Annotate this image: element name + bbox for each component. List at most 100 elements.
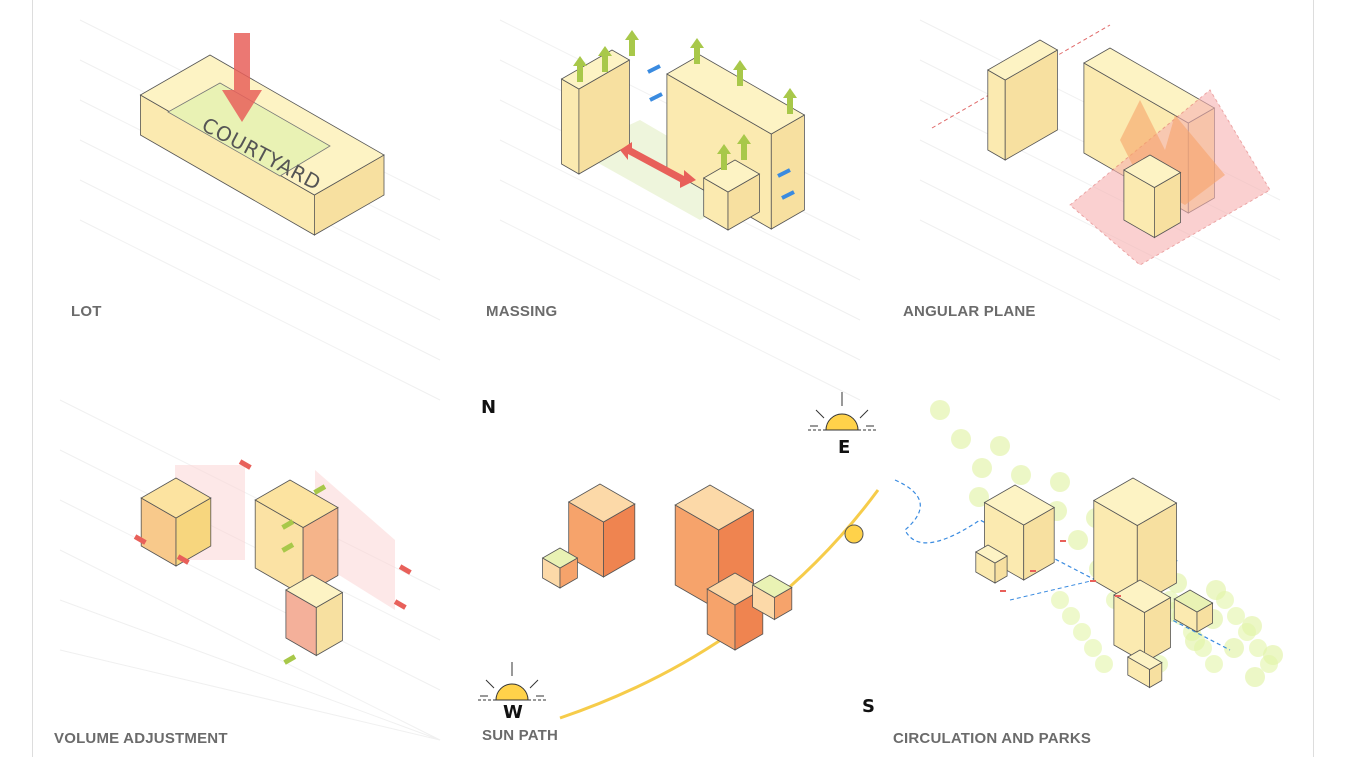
green-up-arrow-icon	[598, 46, 612, 72]
tree-icon	[1068, 530, 1088, 550]
label-circulation: CIRCULATION AND PARKS	[893, 730, 1092, 747]
label-volume-adjustment: VOLUME ADJUSTMENT	[54, 730, 228, 747]
angular-block-3-top-face	[1123, 154, 1182, 188]
site-grid-line	[499, 139, 861, 321]
green-adjust-arrow-icon	[283, 654, 297, 665]
green-adjust-arrow-icon	[281, 542, 295, 553]
sun-podium-1-top-face	[541, 547, 579, 569]
blue-arrow-icon	[777, 168, 791, 178]
sun-block-2-top-face	[674, 484, 755, 531]
label-lot: LOT	[71, 303, 102, 320]
green-up-arrow-icon	[717, 144, 731, 170]
green-up-arrow-icon	[625, 30, 639, 56]
tree-icon	[969, 487, 989, 507]
left-border	[32, 0, 33, 757]
sunrise-icon	[825, 413, 859, 431]
site-grid-line	[59, 549, 441, 741]
tree-icon	[972, 458, 992, 478]
tree-icon	[990, 436, 1010, 456]
double-arrow-icon	[620, 142, 696, 188]
green-up-arrow-icon	[573, 56, 587, 82]
blue-arrow-icon	[647, 64, 661, 74]
tree-icon	[1073, 623, 1091, 641]
green-adjust-arrow-icon	[313, 484, 327, 495]
sun-podium-2-top-face	[751, 574, 793, 598]
entry-marker-icon	[1030, 570, 1036, 572]
sunset-ray	[529, 679, 539, 689]
sun-block-3-top-face	[706, 572, 764, 606]
podium-3-top-face	[1126, 649, 1163, 670]
tree-icon	[1084, 639, 1102, 657]
sun-block-1-top-face	[567, 483, 636, 523]
site-grid-line	[59, 499, 441, 691]
angular-block-1-left-face	[987, 69, 1006, 161]
massing-block-2-top-face	[666, 54, 806, 135]
green-up-arrow-icon	[733, 60, 747, 86]
green-up-arrow-icon	[783, 88, 797, 114]
tree-icon	[1249, 639, 1267, 657]
green-up-arrow-icon	[690, 38, 704, 64]
residential-building-3-top-face	[1113, 579, 1172, 613]
tree-icon	[1260, 655, 1278, 673]
down-arrow-icon	[222, 33, 262, 122]
red-adjust-arrow-icon	[398, 564, 412, 575]
massing-block-1-left-face	[561, 78, 580, 175]
site-grid-line	[499, 179, 861, 361]
tree-icon	[1050, 472, 1070, 492]
site-grid-line	[59, 649, 441, 741]
tree-icon	[951, 429, 971, 449]
entry-marker-icon	[1060, 540, 1066, 542]
tree-icon	[1095, 655, 1113, 673]
tree-icon	[1194, 639, 1212, 657]
courtyard-area	[167, 82, 331, 177]
residential-building-2-top-face	[1092, 477, 1178, 526]
podium-1-top-face	[974, 544, 1008, 564]
sunrise-ray	[859, 409, 869, 419]
red-adjust-arrow-icon	[176, 554, 190, 565]
entry-marker-icon	[1090, 580, 1096, 582]
tree-icon	[1011, 465, 1031, 485]
massing-block-3-top-face	[702, 159, 761, 193]
entry-marker-icon	[1115, 595, 1121, 597]
angular-line	[931, 24, 1111, 129]
sunrise-ray	[815, 409, 825, 419]
label-massing: MASSING	[486, 303, 558, 320]
sunset-icon	[495, 683, 529, 701]
red-adjust-arrow-icon	[238, 459, 252, 470]
site-grid-line	[79, 179, 441, 361]
compass-south: S	[862, 696, 875, 717]
site-grid-line	[59, 449, 441, 641]
site-grid-line	[919, 179, 1281, 361]
podium-2-top-face	[1173, 589, 1214, 613]
blue-arrow-icon	[649, 92, 663, 102]
tree-icon	[1227, 607, 1245, 625]
tree-icon	[930, 400, 950, 420]
right-border	[1313, 0, 1314, 757]
red-adjust-arrow-icon	[393, 599, 407, 610]
green-adjust-arrow-icon	[281, 519, 295, 530]
tree-icon	[1245, 667, 1265, 687]
tree-icon	[1062, 607, 1080, 625]
site-grid-line	[919, 219, 1281, 401]
residential-building-1-top-face	[983, 484, 1056, 526]
tree-icon	[1205, 655, 1223, 673]
green-up-arrow-icon	[737, 134, 751, 160]
site-grid-line	[79, 219, 441, 401]
volume-block-1-top-face	[140, 477, 212, 519]
volume-block-2-top-face	[254, 479, 339, 528]
site-grid-line	[499, 219, 861, 401]
angular-block-1-top-face	[986, 39, 1059, 81]
entry-marker-icon	[1000, 590, 1006, 592]
tree-icon	[1051, 591, 1069, 609]
compass-west: W	[503, 702, 523, 723]
pedestrian-path	[894, 479, 1231, 651]
setback-zone-2	[315, 470, 395, 610]
site-grid-line	[79, 139, 441, 321]
label-sun-path: SUN PATH	[482, 727, 559, 744]
compass-east: E	[838, 437, 851, 458]
tree-icon	[1238, 623, 1256, 641]
sunset-ray	[485, 679, 495, 689]
sun-icon	[844, 524, 864, 544]
